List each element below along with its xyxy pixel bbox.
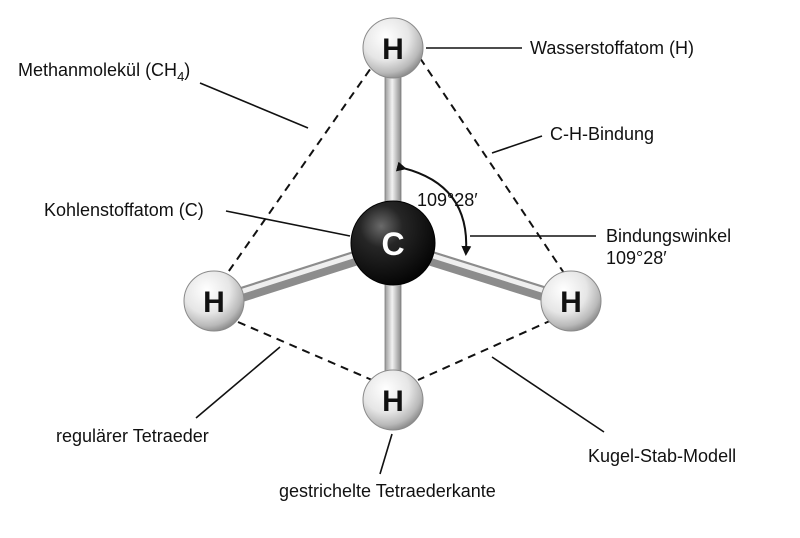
hydrogen-symbol-right: H [560, 286, 582, 319]
label-angle-value: 109°28′ [417, 190, 478, 210]
carbon-symbol: C [381, 226, 404, 262]
hydrogen-symbol-bottom: H [382, 385, 404, 418]
leader-ball-stick [491, 356, 605, 433]
hydrogen-atom-right: H [540, 270, 602, 332]
hydrogen-symbol-top: H [382, 33, 404, 66]
leader-lines [195, 47, 605, 475]
bond-top [384, 67, 402, 219]
bond-left-highlight [237, 252, 359, 295]
label-ch-bond: C-H-Bindung [550, 124, 654, 144]
label-tetrahedron: regulärer Tetraeder [56, 426, 209, 446]
bond-right [422, 250, 556, 303]
edge-right-bottom [417, 319, 553, 381]
tetrahedron-edges [223, 57, 567, 381]
label-hydrogen-atom: Wasserstoffatom (H) [530, 38, 694, 58]
leader-dashed-edge [379, 433, 393, 475]
carbon-atom: C [350, 200, 436, 286]
bond-right-highlight [427, 252, 551, 295]
bond-angle-arc [395, 161, 472, 256]
label-dashed-edge: gestrichelte Tetraederkante [279, 481, 496, 501]
leader-tetrahedron [195, 346, 281, 419]
label-molecule: Methanmolekül (CH4) [18, 60, 190, 84]
bond-left [232, 250, 364, 303]
hydrogen-atom-bottom: H [362, 369, 424, 431]
label-bond-angle-line2: 109°28′ [606, 248, 667, 268]
label-ball-stick: Kugel-Stab-Modell [588, 446, 736, 466]
hydrogen-atom-top: H [362, 17, 424, 79]
leader-carbon [225, 210, 351, 237]
leader-molecule [199, 82, 309, 129]
label-carbon-atom: Kohlenstoffatom (C) [44, 200, 204, 220]
edge-left-bottom [237, 321, 373, 381]
leader-bond [491, 135, 543, 154]
label-bond-angle-line1: Bindungswinkel [606, 226, 731, 246]
edge-top-left [223, 57, 379, 279]
edge-top-right [419, 57, 567, 277]
hydrogen-symbol-left: H [203, 286, 225, 319]
hydrogen-atom-left: H [183, 270, 245, 332]
